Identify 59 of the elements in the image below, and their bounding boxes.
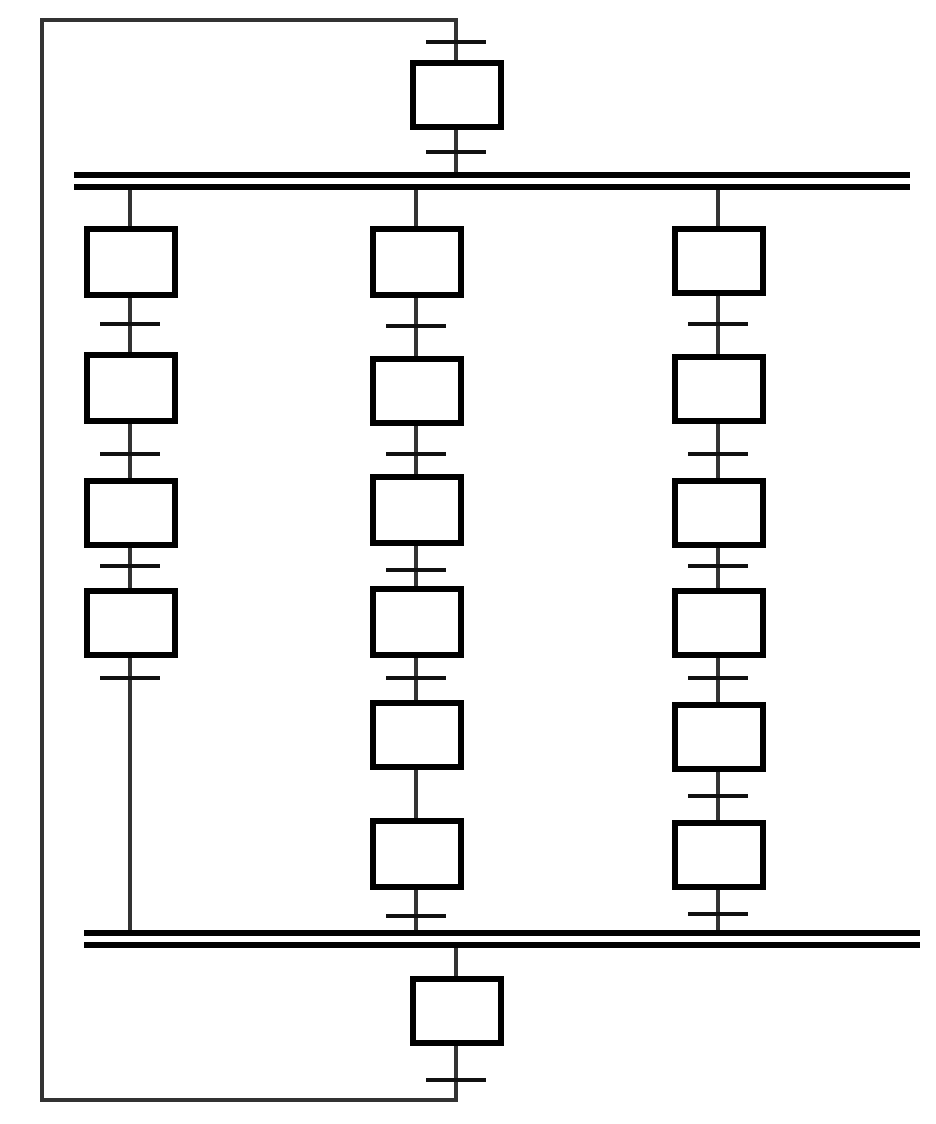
- connector-line: [414, 918, 418, 930]
- step-box: [369, 700, 463, 770]
- connector-line: [414, 298, 418, 324]
- connector-line: [716, 424, 720, 452]
- step-box: [671, 702, 765, 772]
- connector-line: [128, 680, 132, 930]
- connector-line: [414, 426, 418, 452]
- connector-line: [414, 546, 418, 568]
- step-box: [671, 820, 765, 890]
- connector-line: [414, 770, 418, 818]
- connector-line: [454, 130, 458, 150]
- connector-line: [716, 326, 720, 354]
- connector-line: [414, 658, 418, 676]
- parallel-bar: [74, 172, 910, 190]
- connector-line: [716, 916, 720, 930]
- connector-line: [414, 572, 418, 586]
- connector-line: [716, 296, 720, 322]
- step-box: [83, 478, 177, 548]
- step-box: [409, 60, 503, 130]
- connector-line: [414, 890, 418, 914]
- step-box: [369, 474, 463, 546]
- connector-line: [128, 548, 132, 564]
- connector-line: [128, 456, 132, 478]
- connector-line: [128, 568, 132, 588]
- connector-line: [128, 424, 132, 452]
- connector-line: [414, 456, 418, 474]
- step-box: [671, 226, 765, 296]
- connector-line: [716, 456, 720, 478]
- step-box: [83, 226, 177, 298]
- step-box: [671, 588, 765, 658]
- connector-line: [454, 1046, 458, 1078]
- connector-line: [414, 328, 418, 356]
- step-box: [671, 354, 765, 424]
- connector-line: [454, 948, 458, 976]
- connector-line: [414, 680, 418, 700]
- connector-line: [716, 190, 720, 226]
- connector-line: [716, 658, 720, 676]
- parallel-bar: [84, 930, 920, 948]
- connector-line: [128, 298, 132, 322]
- connector-line: [128, 326, 132, 352]
- connector-line: [414, 190, 418, 226]
- connector-line: [454, 154, 458, 172]
- step-box: [671, 478, 765, 548]
- connector-line: [128, 658, 132, 676]
- step-box: [369, 226, 463, 298]
- connector-line: [716, 680, 720, 702]
- connector-line: [454, 44, 458, 60]
- connector-line: [716, 548, 720, 564]
- step-box: [369, 356, 463, 426]
- step-box: [369, 586, 463, 658]
- connector-line: [716, 772, 720, 794]
- step-box: [83, 352, 177, 424]
- connector-line: [716, 568, 720, 588]
- step-box: [369, 818, 463, 890]
- connector-line: [128, 190, 132, 226]
- step-box: [409, 976, 503, 1046]
- connector-line: [716, 798, 720, 820]
- connector-line: [716, 890, 720, 912]
- step-box: [83, 588, 177, 658]
